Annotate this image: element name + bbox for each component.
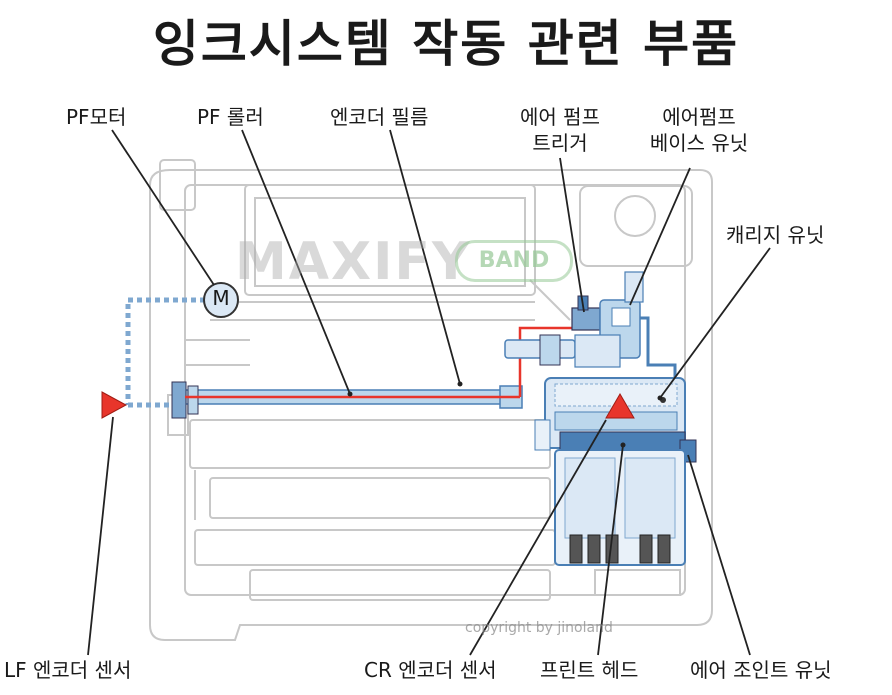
label-air-pump-trigger-line1: 에어 펌프	[520, 105, 600, 129]
label-print-head: 프린트 헤드	[540, 658, 639, 682]
copyright-text: copyright by jinoland	[465, 620, 613, 636]
label-air-pump-trigger-line2: 트리거	[532, 131, 588, 155]
label-air-pump-base-unit: 에어펌프 베이스 유닛	[634, 104, 764, 156]
print-head	[554, 449, 686, 566]
label-pf-roller: PF 롤러	[197, 105, 264, 129]
air-pump-assembly	[504, 271, 677, 385]
cr-encoder-sensor-marker	[605, 393, 635, 419]
label-encoder-film: 엔코더 필름	[330, 105, 429, 129]
label-air-pump-base-line1: 에어펌프	[662, 105, 736, 129]
leader-dots	[347, 381, 663, 448]
pf-motor-circle	[203, 282, 239, 318]
label-air-joint-unit: 에어 조인트 유닛	[690, 658, 832, 682]
label-lf-encoder-sensor: LF 엔코더 센서	[4, 658, 132, 682]
page-title: 잉크시스템 작동 관련 부품	[152, 15, 740, 73]
motor-letter: M	[212, 286, 230, 310]
lf-encoder-sensor-marker	[101, 391, 128, 419]
label-pf-motor: PF모터	[66, 105, 127, 129]
lf-encoder-dotted-line	[125, 297, 205, 408]
label-air-pump-base-line2: 베이스 유닛	[649, 131, 749, 155]
watermark-badge: BAND	[455, 240, 573, 282]
watermark-text: MAXIFY	[235, 232, 472, 292]
label-carriage-unit: 캐리지 유닛	[726, 223, 825, 247]
label-air-pump-trigger: 에어 펌프 트리거	[500, 104, 620, 156]
label-cr-encoder-sensor: CR 엔코더 센서	[364, 658, 497, 682]
leader-lines	[87, 129, 771, 656]
